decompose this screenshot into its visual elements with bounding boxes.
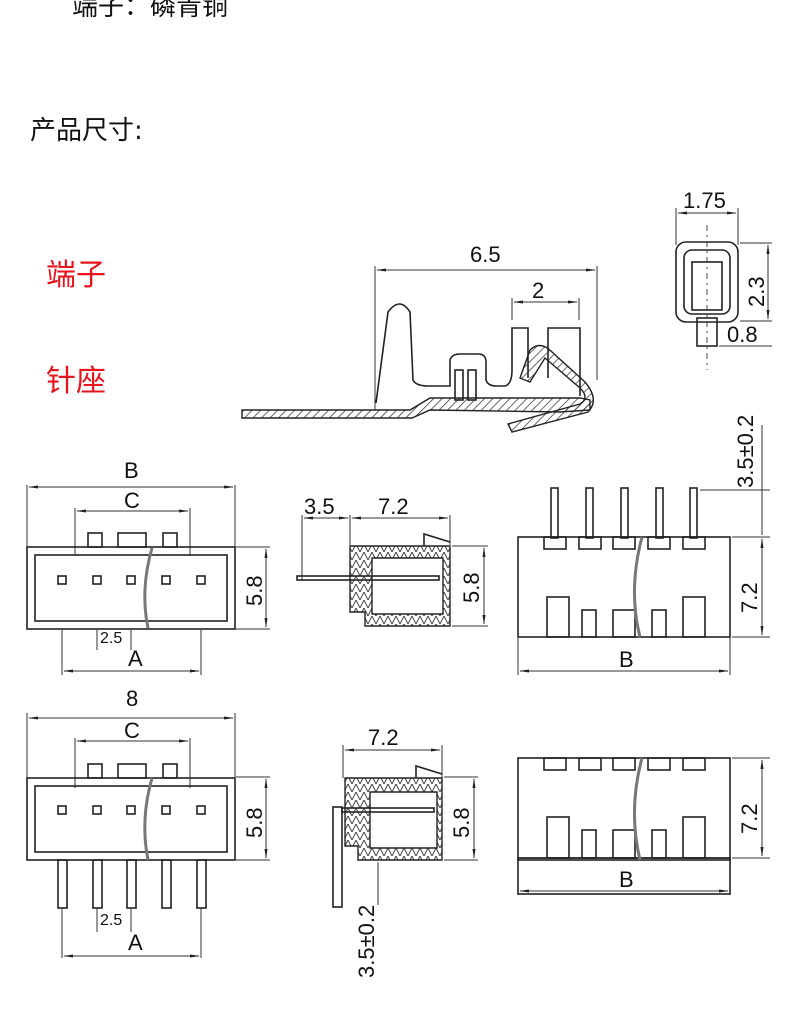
pitch-label: 2.5 [100,630,122,647]
c-dim-label-2: C [124,718,140,743]
back-width-label: B [619,647,634,672]
ra-side-height-label: 5.8 [449,807,474,838]
side-depth-label: 7.2 [378,494,409,519]
header-label: 针座 [46,364,106,399]
ra-back-width-label: B [619,867,634,892]
material-spec: 端子：磷青铜 [72,0,229,22]
terminal-length-label: 6.5 [470,242,501,267]
a-dim-label-2: A [128,930,143,955]
ra-side-depth-label: 7.2 [368,725,399,750]
height-5-8-label: 5.8 [242,575,267,606]
terminal-label: 端子 [46,258,106,293]
side-height-label: 5.8 [459,572,484,603]
width-b-label: B [124,458,139,483]
width-8-label: 8 [126,686,138,711]
right-angle-header-side-view: 7.2 5.8 3.5±0.2 [332,725,478,978]
terminal-pin-label: 0.8 [727,322,758,347]
ra-side-pin-label: 3.5±0.2 [354,905,379,978]
terminal-crimp-label: 2 [532,278,544,303]
straight-header-top-view: B C 5.8 2.5 A [26,458,270,675]
back-pin-label: 3.5±0.2 [733,415,758,488]
pitch-label-2: 2.5 [100,912,122,929]
terminal-front-view: 1.75 2.3 0.8 [675,188,772,370]
back-height-label: 7.2 [737,582,762,613]
right-angle-header-top-view: 8 C 5.8 2.5 [26,686,270,958]
right-angle-header-back-view: 7.2 B [517,757,770,895]
ra-back-height-label: 7.2 [737,803,762,834]
straight-header-side-view: 3.5 7.2 5.8 [296,494,488,627]
c-dim-label: C [124,488,140,513]
terminal-height-label: 2.3 [744,276,769,307]
section-heading: 产品尺寸: [30,116,143,146]
side-pin-label: 3.5 [304,494,335,519]
height-5-8-label-2: 5.8 [242,807,267,838]
terminal-side-view: 6.5 2 [241,242,598,433]
straight-header-back-view: 3.5±0.2 7.2 B [517,415,770,675]
a-dim-label: A [128,646,143,671]
terminal-width-label: 1.75 [683,188,726,213]
